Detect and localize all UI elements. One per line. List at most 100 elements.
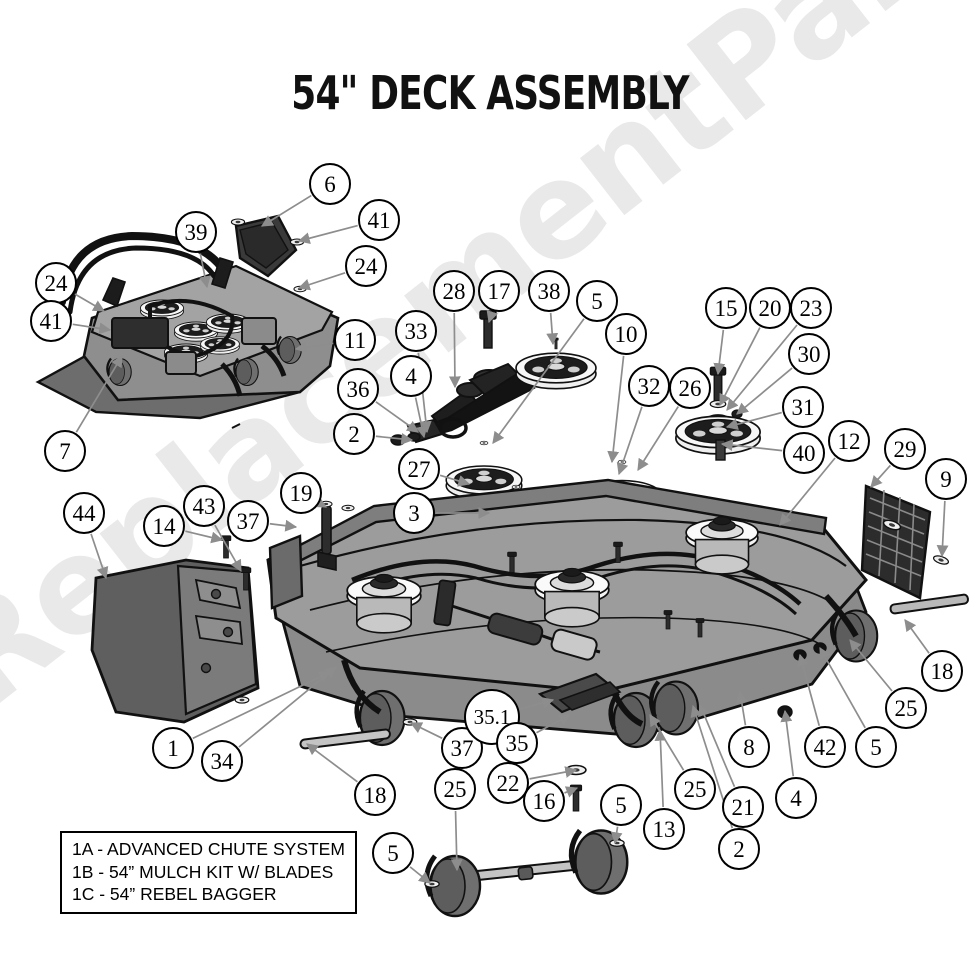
callout-24[interactable]: 24: [35, 262, 77, 304]
callout-label: 20: [758, 295, 782, 321]
legend-row: 1B - 54” MULCH KIT W/ BLADES: [72, 861, 334, 882]
callout-label: 19: [289, 480, 313, 506]
callout-5[interactable]: 5: [600, 784, 642, 826]
callout-label: 29: [893, 436, 917, 462]
callout-17[interactable]: 17: [478, 270, 520, 312]
item-19-rod: [317, 500, 355, 571]
callout-41[interactable]: 41: [30, 300, 72, 342]
callout-25[interactable]: 25: [434, 768, 476, 810]
callout-41[interactable]: 41: [358, 199, 400, 241]
callout-label: 2: [733, 836, 745, 862]
callout-16[interactable]: 16: [523, 780, 565, 822]
callout-label: 9: [940, 466, 952, 492]
callout-38[interactable]: 38: [528, 270, 570, 312]
callout-13[interactable]: 13: [643, 808, 685, 850]
callout-25[interactable]: 25: [885, 687, 927, 729]
callout-label: 24: [354, 253, 378, 279]
callout-30[interactable]: 30: [788, 333, 830, 375]
callout-5[interactable]: 5: [372, 832, 414, 874]
callout-label: 18: [363, 782, 387, 808]
callout-18[interactable]: 18: [921, 650, 963, 692]
callout-1[interactable]: 1: [152, 727, 194, 769]
callout-18[interactable]: 18: [354, 774, 396, 816]
callout-19[interactable]: 19: [280, 472, 322, 514]
callout-label: 26: [678, 375, 702, 401]
callout-24[interactable]: 24: [345, 245, 387, 287]
callout-28[interactable]: 28: [433, 270, 475, 312]
callout-10[interactable]: 10: [605, 313, 647, 355]
callout-11[interactable]: 11: [334, 319, 376, 361]
callout-4[interactable]: 4: [775, 777, 817, 819]
callout-5[interactable]: 5: [576, 280, 618, 322]
callout-label: 13: [652, 816, 676, 842]
legend-row: 1A - ADVANCED CHUTE SYSTEM: [72, 839, 345, 859]
callout-37[interactable]: 37: [227, 500, 269, 542]
callout-label: 40: [792, 440, 816, 466]
callout-label: 33: [404, 318, 428, 344]
page-title: 54" DECK ASSEMBLY: [291, 66, 689, 120]
callout-label: 14: [152, 513, 176, 539]
callout-31[interactable]: 31: [782, 386, 824, 428]
callout-label: 43: [192, 493, 216, 519]
callout-42[interactable]: 42: [804, 726, 846, 768]
callout-label: 18: [930, 658, 954, 684]
attachment-options-legend: 1A - ADVANCED CHUTE SYSTEM 1B - 54” MULC…: [60, 831, 357, 914]
callout-27[interactable]: 27: [398, 448, 440, 490]
callout-label: 1: [167, 735, 179, 761]
callout-36[interactable]: 36: [337, 368, 379, 410]
callout-34[interactable]: 34: [201, 740, 243, 782]
callout-label: 24: [44, 270, 68, 296]
legend-row: 1C - 54” REBEL BAGGER: [72, 884, 277, 905]
callout-12[interactable]: 12: [828, 420, 870, 462]
callout-23[interactable]: 23: [790, 287, 832, 329]
callout-4[interactable]: 4: [390, 355, 432, 397]
callout-label: 28: [442, 278, 466, 304]
callout-26[interactable]: 26: [669, 367, 711, 409]
callout-label: 37: [236, 508, 260, 534]
callout-14[interactable]: 14: [143, 505, 185, 547]
callout-label: 22: [496, 770, 520, 796]
callout-label: 11: [343, 327, 367, 353]
callout-2[interactable]: 2: [718, 828, 760, 870]
callout-39[interactable]: 39: [175, 211, 217, 253]
callout-label: 44: [72, 500, 96, 526]
callout-label: 39: [184, 219, 208, 245]
callout-label: 8: [743, 734, 755, 760]
callout-2[interactable]: 2: [333, 413, 375, 455]
callout-label: 42: [813, 734, 837, 760]
callout-8[interactable]: 8: [728, 726, 770, 768]
callout-7[interactable]: 7: [44, 430, 86, 472]
callout-15[interactable]: 15: [705, 287, 747, 329]
callout-32[interactable]: 32: [628, 365, 670, 407]
callout-label: 10: [614, 321, 638, 347]
callout-label: 23: [799, 295, 823, 321]
callout-22[interactable]: 22: [487, 762, 529, 804]
callout-35[interactable]: 35: [496, 722, 538, 764]
callout-label: 15: [714, 295, 738, 321]
callout-25[interactable]: 25: [674, 768, 716, 810]
callout-20[interactable]: 20: [749, 287, 791, 329]
callout-44[interactable]: 44: [63, 492, 105, 534]
callout-6[interactable]: 6: [309, 163, 351, 205]
main-deck-body: [266, 478, 877, 812]
callout-label: 4: [790, 785, 802, 811]
callout-label: 25: [683, 776, 707, 802]
callout-33[interactable]: 33: [395, 310, 437, 352]
callout-9[interactable]: 9: [925, 458, 967, 500]
callout-label: 4: [405, 363, 417, 389]
callout-3[interactable]: 3: [393, 492, 435, 534]
callout-43[interactable]: 43: [183, 485, 225, 527]
callout-5[interactable]: 5: [855, 726, 897, 768]
callout-29[interactable]: 29: [884, 428, 926, 470]
callout-label: 5: [870, 734, 882, 760]
callout-label: 41: [39, 308, 63, 334]
callout-label: 12: [837, 428, 861, 454]
callout-label: 5: [591, 288, 603, 314]
callout-40[interactable]: 40: [783, 432, 825, 474]
callout-label: 25: [894, 695, 918, 721]
callout-label: 25: [443, 776, 467, 802]
callout-21[interactable]: 21: [722, 786, 764, 828]
callout-label: 38: [537, 278, 561, 304]
